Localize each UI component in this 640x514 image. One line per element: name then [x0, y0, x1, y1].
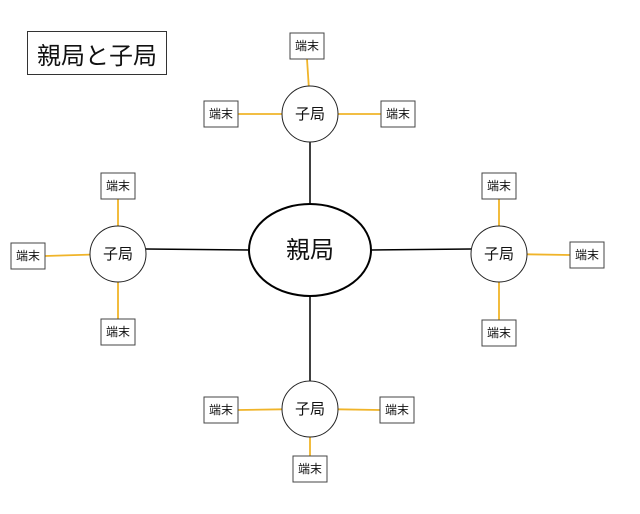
terminal-box-left-2: [100, 318, 136, 346]
terminal-label: 端末: [487, 326, 511, 340]
terminal-label: 端末: [295, 39, 319, 53]
terminal-label: 端末: [487, 179, 511, 193]
terminal-box-bottom-1: [203, 396, 239, 424]
child-station-left: [89, 225, 147, 283]
terminal-label: 端末: [209, 403, 233, 417]
branch-line-left-1: [44, 253, 91, 257]
terminal-box-right-0: [481, 172, 517, 200]
terminal-box-top-0: [289, 32, 325, 60]
terminal-box-top-2: [380, 100, 416, 128]
terminal-box-left-1: [10, 242, 46, 270]
terminal-label: 端末: [385, 403, 409, 417]
child-station-label: 子局: [295, 105, 325, 123]
child-station-label: 子局: [484, 245, 514, 263]
child-station-right: [470, 225, 528, 283]
parent-station-label: 親局: [286, 236, 334, 264]
terminal-box-left-0: [100, 172, 136, 200]
parent-station: [248, 203, 372, 297]
terminal-box-bottom-0: [292, 455, 328, 483]
trunk-line-left: [145, 248, 250, 251]
terminal-label: 端末: [16, 249, 40, 263]
branch-line-bottom-2: [337, 408, 381, 411]
nodes: 子局端末端末端末子局端末端末端末子局端末端末端末子局端末端末端末親局: [10, 32, 605, 483]
terminal-label: 端末: [209, 107, 233, 121]
trunk-line-right: [370, 248, 472, 251]
terminal-label: 端末: [575, 248, 599, 262]
terminal-label: 端末: [386, 107, 410, 121]
branch-line-right-1: [526, 253, 571, 256]
child-station-label: 子局: [295, 400, 325, 418]
branch-line-bottom-1: [237, 408, 283, 411]
terminal-label: 端末: [298, 462, 322, 476]
terminal-box-right-2: [481, 319, 517, 347]
terminal-label: 端末: [106, 179, 130, 193]
terminal-box-right-1: [569, 241, 605, 269]
terminal-box-top-1: [203, 100, 239, 128]
terminal-label: 端末: [106, 325, 130, 339]
branch-line-top-0: [306, 58, 310, 87]
connection-lines: [44, 58, 571, 456]
child-station-top: [281, 85, 339, 143]
child-station-label: 子局: [103, 245, 133, 263]
terminal-box-bottom-2: [379, 396, 415, 424]
child-station-bottom: [281, 380, 339, 438]
diagram-title: 親局と子局: [27, 31, 167, 75]
